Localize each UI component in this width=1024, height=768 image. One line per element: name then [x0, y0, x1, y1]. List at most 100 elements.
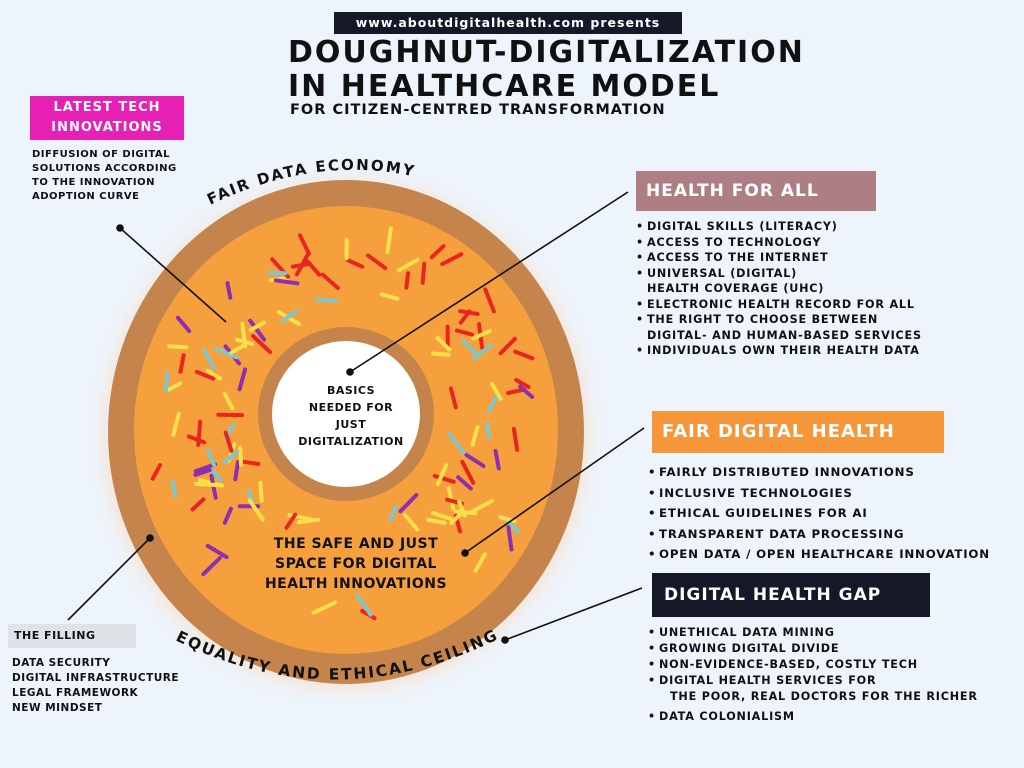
sprinkle [461, 338, 479, 357]
list-item: OPEN DATA / OPEN HEALTHCARE INNOVATION [648, 544, 990, 565]
basics-line: JUST [335, 418, 367, 431]
list-item: FAIRLY DISTRIBUTED INNOVATIONS [648, 462, 990, 483]
sprinkle [237, 367, 248, 392]
sprinkle [431, 511, 453, 521]
sprinkle [150, 463, 163, 481]
safe-space-line: THE SAFE AND JUST [273, 536, 439, 552]
sprinkle [385, 226, 393, 255]
sprinkle [194, 369, 216, 381]
sprinkle [473, 552, 487, 573]
sprinkle [190, 497, 206, 512]
sprinkle [458, 309, 472, 325]
presents-banner: www.aboutdigitalhealth.com presents [334, 12, 682, 34]
sprinkle [431, 351, 451, 357]
sprinkle [222, 391, 235, 411]
safe-space-line: HEALTH INNOVATIONS [264, 576, 448, 592]
fair-digital-health-list: FAIRLY DISTRIBUTED INNOVATIONS INCLUSIVE… [648, 462, 990, 565]
list-item: ETHICAL GUIDELINES FOR AI [648, 503, 990, 524]
basics-line: BASICS [326, 384, 376, 397]
connector-health-for-all [349, 191, 629, 373]
connector-latest-tech [119, 227, 227, 323]
sprinkle [163, 370, 170, 393]
sprinkle [396, 257, 420, 273]
sprinkle [518, 384, 535, 399]
list-item-continuation: HEALTH COVERAGE (UHC) [647, 282, 825, 295]
list-item: NON-EVIDENCE-BASED, COSTLY TECH [648, 657, 978, 673]
sprinkle [202, 348, 216, 371]
latest-tech-desc-line: TO THE INNOVATION [32, 177, 155, 188]
sprinkle [222, 506, 233, 525]
sprinkle [175, 315, 192, 334]
latest-tech-label-line2: INNOVATIONS [51, 120, 163, 135]
list-item: TRANSPARENT DATA PROCESSING [648, 524, 990, 545]
list-item: THE RIGHT TO CHOOSE BETWEEN [636, 312, 922, 328]
page-title-line2: IN HEALTHCARE MODEL [288, 69, 721, 104]
sprinkle [171, 411, 181, 437]
sprinkle [290, 261, 312, 269]
list-item: ACCESS TO TECHNOLOGY [636, 235, 922, 251]
sprinkle [201, 556, 222, 577]
sprinkle [240, 321, 248, 349]
sprinkle [454, 328, 474, 337]
health-for-all-list: DIGITAL SKILLS (LITERACY) ACCESS TO TECH… [636, 219, 922, 359]
sprinkle [485, 421, 492, 440]
latest-tech-description: DIFFUSION OF DIGITAL SOLUTIONS ACCORDING… [32, 148, 202, 204]
sprinkle [435, 335, 452, 352]
latest-tech-desc-line: SOLUTIONS ACCORDING [32, 163, 177, 174]
list-item: DIGITAL HEALTH SERVICES FOR [648, 673, 978, 689]
sprinkle [167, 344, 189, 350]
sprinkle [258, 480, 264, 503]
digital-health-gap-heading: DIGITAL HEALTH GAP [652, 573, 930, 617]
connector-filling [67, 537, 151, 621]
fair-digital-health-heading: FAIR DIGITAL HEALTH [652, 411, 944, 453]
sprinkle [206, 448, 216, 467]
sprinkle [486, 393, 500, 414]
list-item: INCLUSIVE TECHNOLOGIES [648, 483, 990, 504]
sprinkle [251, 334, 273, 355]
latest-tech-badge: LATEST TECH INNOVATIONS [30, 96, 184, 140]
sprinkle [284, 512, 298, 530]
sprinkle [426, 517, 447, 525]
digital-health-gap-list: UNETHICAL DATA MINING GROWING DIGITAL DI… [648, 625, 978, 725]
list-item: DATA COLONIALISM [648, 709, 978, 725]
sprinkle [366, 253, 388, 271]
sprinkle [460, 459, 476, 485]
sprinkle [223, 430, 234, 453]
sprinkle [267, 270, 288, 276]
sprinkle [506, 525, 514, 552]
filling-item: DATA SECURITY [12, 657, 111, 669]
sprinkle [225, 281, 233, 300]
sprinkle [498, 336, 517, 356]
filling-item: NEW MINDSET [12, 702, 103, 714]
sprinkle [314, 297, 338, 304]
connector-fair-digital-health [464, 427, 645, 554]
sprinkle [205, 543, 229, 560]
sprinkle [311, 600, 337, 615]
sprinkle [222, 449, 240, 465]
sprinkle [229, 342, 247, 355]
sprinkle [186, 434, 207, 445]
sprinkle [345, 258, 365, 269]
sprinkle [493, 449, 501, 471]
sprinkle [196, 419, 203, 447]
sprinkle [449, 510, 464, 525]
sprinkle [446, 486, 456, 511]
sprinkle [355, 593, 373, 617]
page-title-line1: DOUGHNUT-DIGITALIZATION [288, 35, 805, 70]
sprinkle [233, 460, 240, 482]
basics-line: NEEDED FOR [308, 401, 394, 414]
doughnut-sprinkles [150, 226, 535, 621]
sprinkle [164, 381, 183, 393]
list-item-continuation: DIGITAL- AND HUMAN-BASED SERVICES [647, 328, 922, 342]
sprinkle [420, 261, 427, 285]
sprinkle [280, 308, 299, 323]
sprinkle [514, 378, 531, 389]
sprinkle [440, 252, 464, 267]
list-item: INDIVIDUALS OWN THEIR HEALTH DATA [636, 343, 922, 359]
list-item: ACCESS TO THE INTERNET [636, 250, 922, 266]
sprinkle [471, 329, 492, 341]
sprinkle [205, 368, 223, 381]
sprinkle [297, 233, 311, 256]
sprinkle [456, 475, 473, 491]
